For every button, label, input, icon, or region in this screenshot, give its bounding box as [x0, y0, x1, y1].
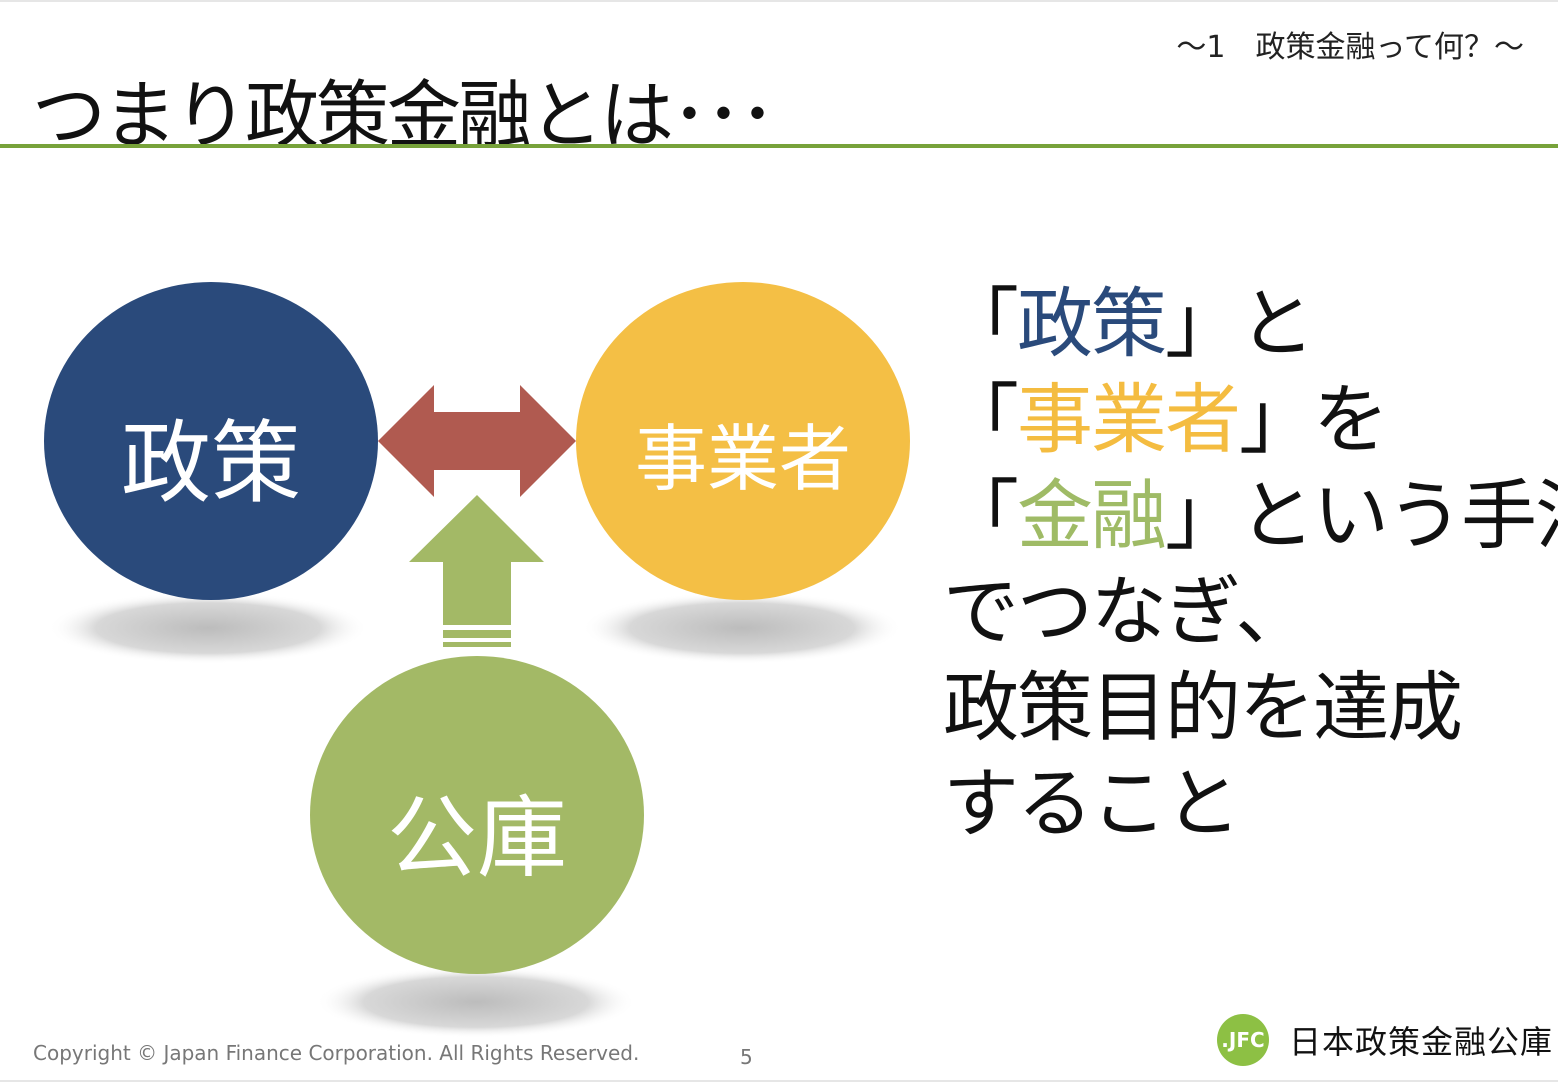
keyword-finance: 金融	[1017, 471, 1167, 560]
message-line: でつなぎ、	[943, 567, 1311, 656]
title-underline	[0, 144, 1558, 148]
jfc-logo-text: 日本政策金融公庫	[1289, 1023, 1554, 1061]
jfc-logo-mark-icon: .JFC	[1217, 1014, 1269, 1066]
jfc-shadow	[316, 966, 636, 1038]
message-line: 「政策」と	[943, 276, 1558, 372]
up-arrow-icon	[409, 495, 544, 625]
text: 」を	[1239, 375, 1389, 464]
policy-label: 政策	[121, 411, 301, 516]
jfc-circle	[310, 656, 644, 974]
key-message: 「政策」と 「事業者」を 「金融」という手法 でつなぎ、 政策目的を達成 するこ…	[943, 276, 1558, 852]
business-label: 事業者	[634, 417, 851, 501]
message-line: 「事業者」を	[943, 372, 1558, 468]
bracket: 「	[943, 279, 1019, 368]
message-line: 「金融」という手法	[943, 468, 1558, 564]
message-line: 政策目的を達成	[943, 663, 1463, 752]
bracket: 「	[943, 375, 1019, 464]
keyword-policy: 政策	[1017, 279, 1167, 368]
page-number: 5	[740, 1045, 753, 1069]
copyright: Copyright © Japan Finance Corporation. A…	[33, 1041, 640, 1065]
up-arrow-stripe	[443, 642, 511, 647]
keyword-business: 事業者	[1017, 375, 1241, 464]
bottom-border	[0, 1080, 1558, 1082]
business-shadow	[582, 592, 902, 664]
text: 」という手法	[1165, 471, 1558, 560]
section-subtitle: ～1 政策金融って何？～	[1176, 30, 1524, 65]
policy-circle	[44, 282, 378, 600]
policy-shadow	[48, 592, 368, 664]
jfc-logo: .JFC 日本政策金融公庫	[1203, 1000, 1553, 1080]
bracket: 「	[943, 471, 1019, 560]
business-circle	[576, 282, 910, 600]
double-arrow-icon	[378, 385, 576, 497]
text: 」と	[1165, 279, 1315, 368]
jfc-label: 公庫	[387, 786, 567, 891]
up-arrow-stripe	[443, 630, 511, 638]
message-line: すること	[943, 759, 1241, 848]
top-border	[0, 0, 1558, 2]
